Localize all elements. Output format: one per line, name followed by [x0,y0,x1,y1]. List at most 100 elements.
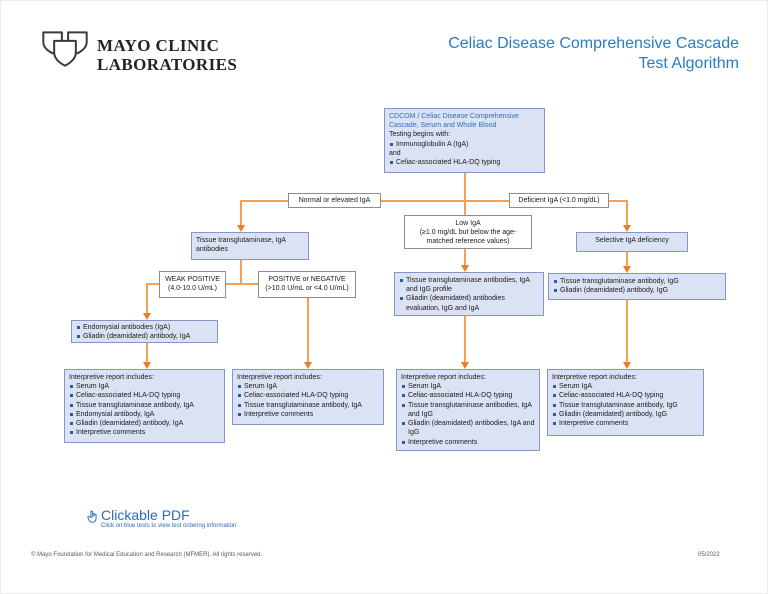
bullet-icon [77,335,80,339]
list-item-label: Endomysial antibodies (IgA) [83,324,171,331]
arrow-down-icon [304,362,312,369]
branch-label-deficient-iga: Deficient IgA (<1.0 mg/dL) [509,193,609,208]
bullet-icon [238,403,241,407]
list-item-label: Tissue transglutaminase antibodies, IgA … [406,277,530,294]
hand-cursor-icon [86,508,99,530]
connector [146,283,148,314]
bullet-icon [70,412,73,416]
list-item: Interpretive comments [237,410,379,419]
mayo-shields-icon [41,30,89,80]
bullet-icon [553,412,556,416]
bullet-icon [554,289,557,293]
bullet-icon [77,326,80,329]
arrow-down-icon [461,265,469,272]
weak-positive-line1: WEAK POSITIVE [165,276,220,283]
bullet-icon [553,385,556,389]
cdcom-test-link[interactable]: CDCOM / Celiac Disease Comprehensive Cas… [389,113,519,130]
selective-iga-deficiency-box: Selective IgA deficiency [576,232,688,252]
list-item-label: Celiac-associated HLA-DQ typing [76,392,181,400]
bullet-icon [70,422,73,426]
list-item-label: Gliadin (deamidated) antibody, IgG [559,410,668,418]
connector [146,343,148,363]
page-title: Celiac Disease Comprehensive Cascade Tes… [399,34,739,74]
list-item-label: Gliadin (deamidated) antibodies, IgA and… [408,420,535,437]
weak-positive-box: WEAK POSITIVE (4.0-10.0 U/mL) [159,271,226,298]
list-item-label: Interpretive comments [559,420,629,428]
logo-text: MAYO CLINIC LABORATORIES [97,36,237,74]
connector [464,248,466,266]
bullet-icon [400,279,403,282]
list-item-label: Interpretive comments [76,429,146,437]
list-item-label: Tissue transglutaminase antibody, IgA [76,401,194,409]
bullet-icon [70,403,73,407]
bullet-icon [238,412,241,416]
report-heading: Interpretive report includes: [69,374,154,381]
list-item: Interpretive comments [69,428,220,437]
bullet-icon [402,385,405,389]
list-item: Endomysial antibodies (IgA) [76,323,213,332]
list-item: Tissue transglutaminase antibodies, IgA … [401,401,535,419]
low-iga-line1: Low IgA [455,220,481,227]
list-item-label: Interpretive comments [244,410,314,418]
arrow-down-icon [143,313,151,320]
logo-line2: LABORATORIES [97,55,238,75]
list-item-label: Serum IgA [244,383,278,391]
connector [307,297,309,363]
list-item: Endomysial antibody, IgA [69,410,220,419]
footer-copyright: © Mayo Foundation for Medical Education … [31,552,263,558]
bullet-icon [390,161,393,165]
list-item: Interpretive comments [401,438,535,447]
connector [226,283,258,285]
bullet-icon [553,422,556,426]
list-item-label: Endomysial antibody, IgA [76,410,155,418]
connector [240,200,628,202]
list-item-label: Tissue transglutaminase antibody, IgA [244,401,362,409]
connector [240,259,242,285]
list-item: Celiac-associated HLA-DQ typing [69,391,220,400]
list-item: Gliadin (deamidated) antibodies, IgA and… [401,419,535,437]
list-item: Serum IgA [69,382,220,391]
logo-line1: MAYO CLINIC [97,36,220,55]
list-item-label: Serum IgA [559,383,593,391]
list-item: Tissue transglutaminase antibody, IgG [553,277,721,286]
list-item-label: Gliadin (deamidated) antibody, IgA [76,420,184,428]
bullet-icon [238,394,241,398]
list-item-label: Serum IgA [76,383,110,391]
connector [146,283,160,285]
bullet-icon [400,297,403,301]
arrow-down-icon [143,362,151,369]
top-box-conjunction: and [389,149,401,157]
low-iga-line2: (≥1.0 mg/dL but below the age-matched re… [419,229,517,246]
list-item-label: Tissue transglutaminase antibody, IgG [559,401,678,409]
list-item: Tissue transglutaminase antibody, IgA [69,401,220,410]
bullet-icon [554,280,557,283]
bullet-icon [70,431,73,435]
positive-negative-line1: POSITIVE or NEGATIVE [268,276,346,283]
list-item: Tissue transglutaminase antibodies, IgA … [399,276,539,294]
list-item: Gliadin (deamidated) antibody, IgG [552,410,699,419]
list-item-label: Celiac-associated HLA-DQ typing [244,392,349,400]
positive-negative-line2: (>10.0 U/mL or <4.0 U/mL) [265,285,349,293]
connector [464,315,466,363]
list-item: Gliadin (deamidated) antibody, IgA [69,419,220,428]
clickable-pdf-tagline: Click on blue tests to view test orderin… [101,523,237,529]
low-iga-box: Low IgA (≥1.0 mg/dL but below the age-ma… [404,215,532,249]
bullet-icon [402,440,405,444]
arrow-down-icon [623,266,631,273]
list-item: Tissue transglutaminase antibody, IgG [552,401,699,410]
bullet-icon [402,422,405,426]
clickable-pdf-badge[interactable]: Clickable PDF Click on blue tests to vie… [86,508,236,530]
mid-profile-box: Tissue transglutaminase antibodies, IgA … [394,272,544,316]
report-heading: Interpretive report includes: [552,374,637,381]
connector [626,299,628,363]
connector [240,200,242,226]
arrow-down-icon [237,225,245,232]
list-item: Gliadin (deamidated) antibody, IgG [553,286,721,295]
clickable-pdf-label[interactable]: Clickable PDF [101,507,190,523]
